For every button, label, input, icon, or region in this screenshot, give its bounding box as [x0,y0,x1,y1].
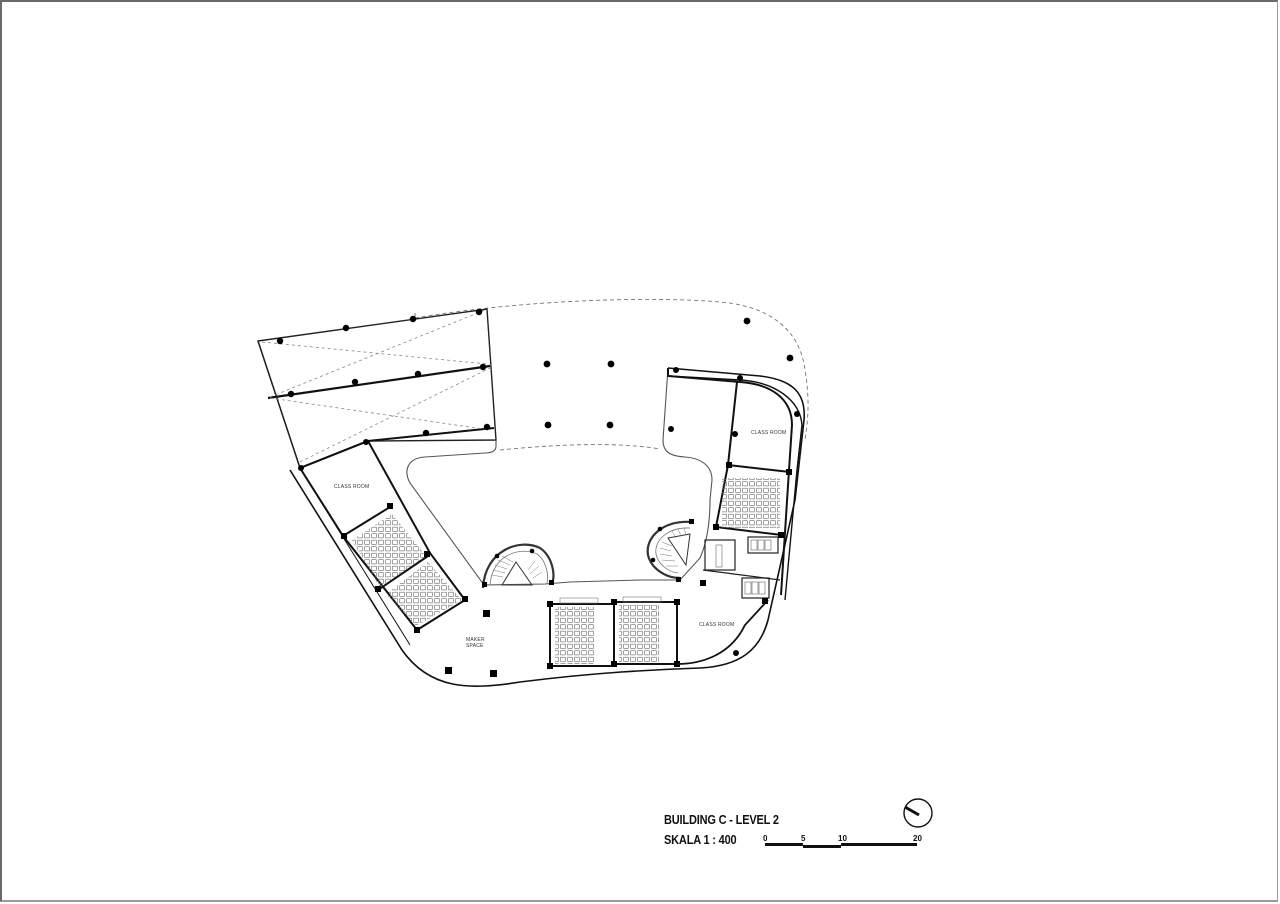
room-label-maker-space-2: SPACE [466,643,484,649]
scale-bar: 0 5 10 20 [763,798,933,848]
room-label-classroom-southeast: CLASS ROOM [699,622,734,628]
east-rooms [667,367,803,604]
deck-columns [276,308,794,437]
scale-tick-20: 20 [913,834,922,843]
room-label-classroom-northeast: CLASS ROOM [751,430,786,436]
south-rooms [547,596,769,669]
west-rooms [298,439,468,633]
scale-tick-10: 10 [838,834,847,843]
scale-tick-5: 5 [801,834,806,843]
northwest-deck [257,308,497,469]
room-label-classroom-west: CLASS ROOM [334,484,369,490]
stair-west [481,543,555,589]
stair-east [646,519,694,582]
drawing-title: BUILDING C - LEVEL 2 [664,813,779,827]
north-arrow-icon [903,798,933,828]
room-label-maker-space-1: MAKER [466,637,485,643]
roof-outline-dashed [414,298,809,451]
central-atrium [406,367,713,586]
scale-tick-0: 0 [763,834,768,843]
maker-space-columns [445,610,497,677]
drawing-scale-text: SKALA 1 : 400 [664,833,737,847]
title-block: BUILDING C - LEVEL 2 SKALA 1 : 400 [664,810,795,850]
